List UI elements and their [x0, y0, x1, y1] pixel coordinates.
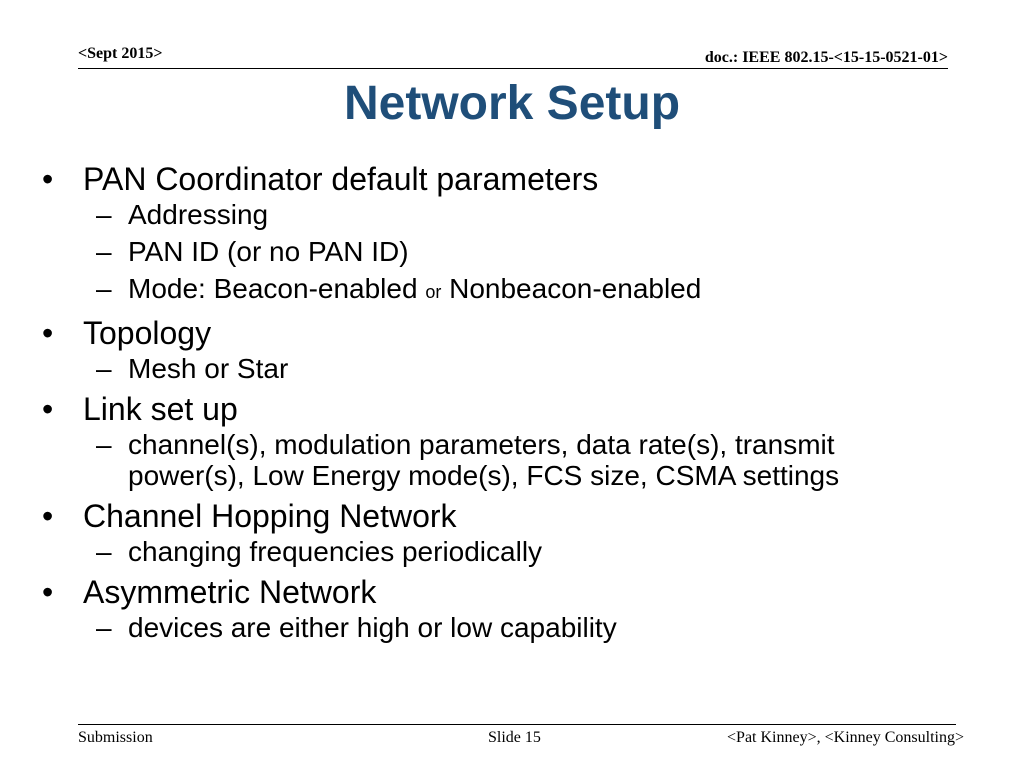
sub-bullet-text: PAN ID (or no PAN ID)	[128, 236, 409, 267]
sub-bullet-list: – Mesh or Star	[83, 353, 982, 384]
bullet-list: • PAN Coordinator default parameters – A…	[42, 160, 982, 649]
sub-bullet-item: – Mesh or Star	[83, 353, 982, 384]
sub-bullet-item: – changing frequencies periodically	[83, 536, 982, 567]
sub-bullet-list: – Addressing – PAN ID (or no PAN ID) – M…	[83, 199, 982, 308]
bullet-marker: •	[42, 574, 54, 610]
bullet-item-link-setup: • Link set up – channel(s), modulation p…	[42, 390, 982, 491]
dash-marker: –	[96, 353, 112, 384]
header-divider	[78, 68, 948, 69]
footer-author: <Pat Kinney>, <Kinney Consulting>	[727, 729, 964, 746]
bullet-marker: •	[42, 161, 54, 197]
bullet-marker: •	[42, 498, 54, 534]
dash-marker: –	[96, 536, 112, 567]
footer-submission: Submission	[78, 729, 153, 746]
header-date: <Sept 2015>	[78, 45, 163, 62]
sub-bullet-text-part-b: Nonbeacon-enabled	[441, 273, 702, 304]
footer-divider	[78, 724, 956, 725]
sub-bullet-item: – PAN ID (or no PAN ID)	[83, 236, 982, 267]
footer-slide-number: Slide 15	[488, 729, 541, 746]
bullet-item-asymmetric: • Asymmetric Network – devices are eithe…	[42, 573, 982, 643]
bullet-item-channel-hopping: • Channel Hopping Network – changing fre…	[42, 497, 982, 567]
dash-marker: –	[96, 273, 112, 304]
bullet-item-pan-coordinator: • PAN Coordinator default parameters – A…	[42, 160, 982, 308]
sub-bullet-text: Mesh or Star	[128, 353, 289, 384]
sub-bullet-list: – changing frequencies periodically	[83, 536, 982, 567]
sub-bullet-item: – devices are either high or low capabil…	[83, 612, 982, 643]
sub-bullet-text: channel(s), modulation parameters, data …	[128, 429, 840, 491]
bullet-text: Asymmetric Network	[83, 574, 377, 610]
bullet-text: Channel Hopping Network	[83, 498, 457, 534]
sub-bullet-item: – channel(s), modulation parameters, dat…	[83, 429, 948, 491]
bullet-text: Link set up	[83, 391, 238, 427]
bullet-marker: •	[42, 315, 54, 351]
bullet-marker: •	[42, 391, 54, 427]
dash-marker: –	[96, 236, 112, 267]
sub-bullet-text-or: or	[425, 282, 442, 302]
dash-marker: –	[96, 199, 112, 230]
sub-bullet-text: Addressing	[128, 199, 269, 230]
dash-marker: –	[96, 429, 112, 460]
slide-title: Network Setup	[343, 77, 681, 130]
sub-bullet-item: – Addressing	[83, 199, 982, 230]
header-doc-id: doc.: IEEE 802.15-<15-15-0521-01>	[704, 49, 948, 66]
bullet-text: Topology	[83, 315, 212, 351]
sub-bullet-text: changing frequencies periodically	[128, 536, 543, 567]
bullet-item-topology: • Topology – Mesh or Star	[42, 314, 982, 384]
sub-bullet-item: – Mode: Beacon-enabled or Nonbeacon-enab…	[83, 273, 982, 308]
sub-bullet-list: – channel(s), modulation parameters, dat…	[83, 429, 982, 491]
sub-bullet-text: devices are either high or low capabilit…	[128, 612, 617, 643]
sub-bullet-list: – devices are either high or low capabil…	[83, 612, 982, 643]
bullet-text: PAN Coordinator default parameters	[83, 161, 599, 197]
sub-bullet-text-part-a: Mode: Beacon-enabled	[128, 273, 426, 304]
dash-marker: –	[96, 612, 112, 643]
